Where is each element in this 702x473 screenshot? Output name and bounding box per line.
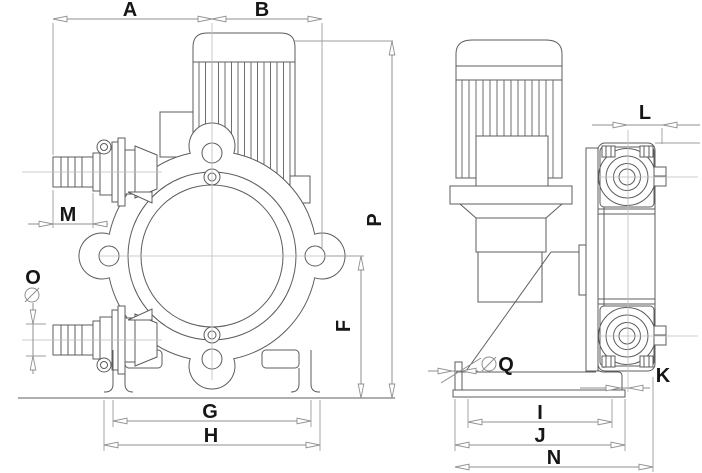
dimension-Q: Q [428,354,514,384]
dimension-K: K [580,365,671,392]
motor-flange [449,185,573,205]
dimension-N: N [454,377,654,472]
dimension-O: O [24,267,46,374]
flange-lugs [601,145,667,368]
base-feet [18,350,395,399]
gearbox [477,251,543,303]
terminal-box [159,111,194,158]
dim-label-P: P [364,213,386,226]
side-view [449,39,700,398]
dimension-M: M [28,190,108,228]
dimension-J: J [454,399,626,451]
dim-label-F: F [333,320,355,332]
dim-label-M: M [60,204,77,226]
dimension-P: P [293,40,396,399]
dim-label-J: J [534,425,545,447]
dimension-I: I [467,399,613,428]
dim-label-Q: Q [498,354,514,376]
motor-nameplate [475,135,549,189]
support-bracket-right [261,349,300,369]
dimension-G: G [112,400,312,427]
dimension-L: L [592,102,700,144]
leader-line [440,357,482,384]
diameter-symbol-icon [24,287,40,303]
dim-label-K: K [656,365,671,387]
front-view [18,23,395,399]
motor-side [449,39,573,303]
dim-label-L: L [639,102,651,124]
dim-label-G: G [202,401,218,423]
dimension-F: F [326,255,365,399]
diameter-symbol-icon [481,356,497,372]
clamp-screw [96,139,112,155]
dimension-H: H [103,400,321,451]
dim-label-O: O [25,267,41,289]
backplate-edge [585,147,599,372]
backplate-tab [578,244,587,296]
dim-label-B: B [255,0,269,21]
dim-label-N: N [547,447,561,469]
base-plate-side [452,361,626,398]
dim-label-I: I [537,402,543,424]
dimension-B: B [211,0,323,249]
pump-body-side [597,142,667,372]
dim-label-H: H [204,425,218,447]
dimension-A: A [52,0,213,155]
base-plate-lip [454,361,463,390]
dim-label-A: A [123,0,137,21]
